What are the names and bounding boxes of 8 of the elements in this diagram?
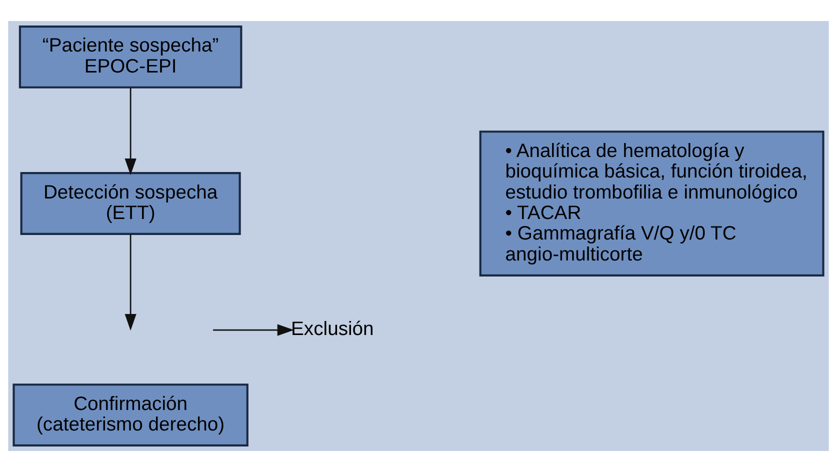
node-box: “Paciente sospecha” EPOC-EPI: [18, 25, 242, 88]
node-box: Detección sospecha (ETT): [20, 172, 241, 234]
node-box: • Analítica de hematología y bioquímica básica, función tiroidea, estudio trombofilia e inmunológico • TACAR • Gammagrafía V/Q y/0 TC angio-multicorte: [479, 130, 824, 276]
arrow: [124, 86, 136, 175]
node-box: Confirmación (cateterismo derecho): [12, 383, 248, 446]
arrow: [213, 324, 294, 336]
node-text: Exclusión: [291, 318, 374, 340]
arrow: [124, 234, 136, 330]
